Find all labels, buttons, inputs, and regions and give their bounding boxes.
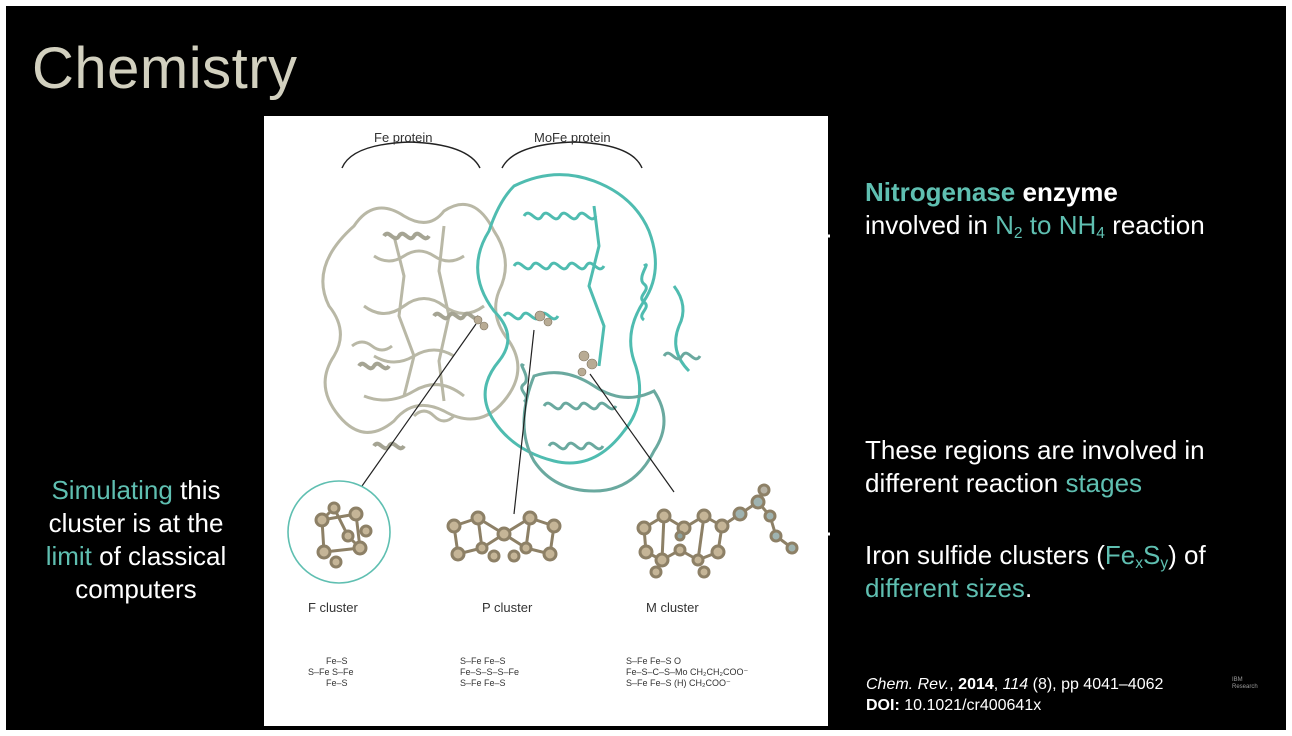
nitrogenase-word: Nitrogenase	[865, 177, 1016, 207]
m-cluster-label: M cluster	[646, 600, 699, 615]
x-subscript: x	[1135, 555, 1144, 572]
active-site-atoms	[473, 310, 598, 377]
doi-label: DOI:	[866, 697, 900, 714]
journal-name: Chem. Rev.	[866, 676, 950, 693]
citation: Chem. Rev., 2014, 114 (8), pp 4041–4062 …	[866, 676, 1164, 714]
f-formula-line: Fe–S	[326, 656, 348, 666]
f-cluster-highlight	[287, 480, 391, 584]
y-subscript: y	[1160, 555, 1169, 572]
regions-line-1: These regions are involved in	[865, 435, 1205, 465]
p-formula-line: S–Fe Fe–S	[460, 678, 506, 688]
f-formula-line: S–Fe S–Fe	[308, 667, 354, 677]
f-cluster-model	[314, 501, 373, 569]
citation-pages: (8), pp 4041–4062	[1028, 676, 1164, 693]
reaction-word: reaction	[1112, 210, 1205, 240]
arrow-to-clusters	[788, 526, 830, 542]
citation-year: 2014	[958, 676, 994, 693]
fe-protein-structure	[321, 202, 520, 434]
reaction-formula: N2 to NH4	[995, 210, 1105, 242]
f-formula-line: Fe–S	[326, 678, 348, 688]
logo-line-2: Research	[1232, 684, 1258, 690]
m-formula-line: S–Fe Fe–S O	[626, 656, 682, 666]
simulating-line-2: cluster is at the	[48, 508, 224, 538]
simulating-word: Simulating	[51, 475, 173, 505]
to-nh-text: to NH	[1029, 210, 1097, 240]
citation-volume: 114	[1002, 676, 1029, 693]
fe-protein-bracket	[341, 141, 481, 169]
regions-line-2: different reaction	[865, 468, 1059, 498]
different-sizes: different sizes	[865, 573, 1025, 603]
limit-word: limit	[45, 541, 92, 571]
s-symbol: S	[1143, 540, 1161, 570]
ibm-research-logo: IBM Research	[1232, 677, 1258, 691]
iron-prefix: Iron sulfide clusters (	[865, 540, 1105, 570]
this-word: this	[172, 475, 221, 505]
nitrogenase-figure: Fe protein MoFe protein F cluster P clus…	[264, 116, 828, 726]
n-subscript: 2	[1013, 225, 1023, 242]
iron-formula: FexSy	[1104, 540, 1169, 572]
iron-sulfide-text: Iron sulfide clusters (FexSy) of differe…	[865, 539, 1206, 605]
arrow-to-enzyme	[710, 228, 830, 244]
regions-text: These regions are involved in different …	[865, 434, 1205, 500]
nh-subscript: 4	[1096, 225, 1105, 242]
slide-title: Chemistry	[32, 36, 298, 101]
f-cluster-label: F cluster	[308, 600, 358, 615]
fe-protein-helices	[357, 231, 481, 451]
doi-value: 10.1021/cr400641x	[899, 697, 1042, 714]
iron-suffix: ) of	[1168, 540, 1206, 570]
fe-protein-label: Fe protein	[374, 130, 433, 145]
involved-in-text: involved in	[865, 210, 988, 240]
p-cluster-leader	[513, 329, 535, 515]
p-formula-line: Fe–S–S–S–Fe	[460, 667, 520, 677]
m-cluster-formula: S–Fe Fe–S O Fe–S–C–S–Mo CH₂CH₂COO⁻ S–Fe …	[626, 656, 748, 689]
simulating-text: Simulating this cluster is at the limit …	[26, 474, 246, 606]
p-cluster-label: P cluster	[482, 600, 533, 615]
simulating-line-4: computers	[75, 574, 197, 604]
m-cluster-leader	[589, 373, 675, 493]
n-symbol: N	[995, 210, 1014, 240]
logo-line-1: IBM	[1232, 677, 1243, 683]
p-formula-line: S–Fe Fe–S	[460, 656, 506, 666]
m-cluster-model	[636, 483, 799, 579]
m-formula-line: Fe–S–C–S–Mo CH₂CH₂COO⁻	[626, 667, 749, 677]
simulating-line-3: of classical	[91, 541, 227, 571]
mofe-protein-bracket	[501, 141, 643, 169]
figure-illustration	[287, 141, 799, 584]
iron-period: .	[1024, 573, 1033, 603]
f-cluster-formula: Fe–S S–Fe S–Fe Fe–S	[308, 656, 354, 689]
p-cluster-formula: S–Fe Fe–S Fe–S–S–S–Fe S–Fe Fe–S	[460, 656, 519, 689]
stages-word: stages	[1065, 468, 1143, 498]
mofe-protein-label: MoFe protein	[534, 130, 611, 145]
m-formula-line: S–Fe Fe–S (H) CH₂COO⁻	[626, 678, 731, 688]
nitrogenase-text: Nitrogenase enzyme involved in N2 to NH4…	[865, 176, 1205, 242]
p-cluster-model	[446, 510, 562, 563]
mofe-protein-lower	[520, 351, 702, 493]
fe-symbol: Fe	[1104, 540, 1136, 570]
slide: Chemistry	[6, 6, 1286, 730]
f-cluster-leader	[361, 323, 477, 487]
mofe-protein-structure	[476, 173, 691, 465]
enzyme-word: enzyme	[1022, 177, 1118, 207]
